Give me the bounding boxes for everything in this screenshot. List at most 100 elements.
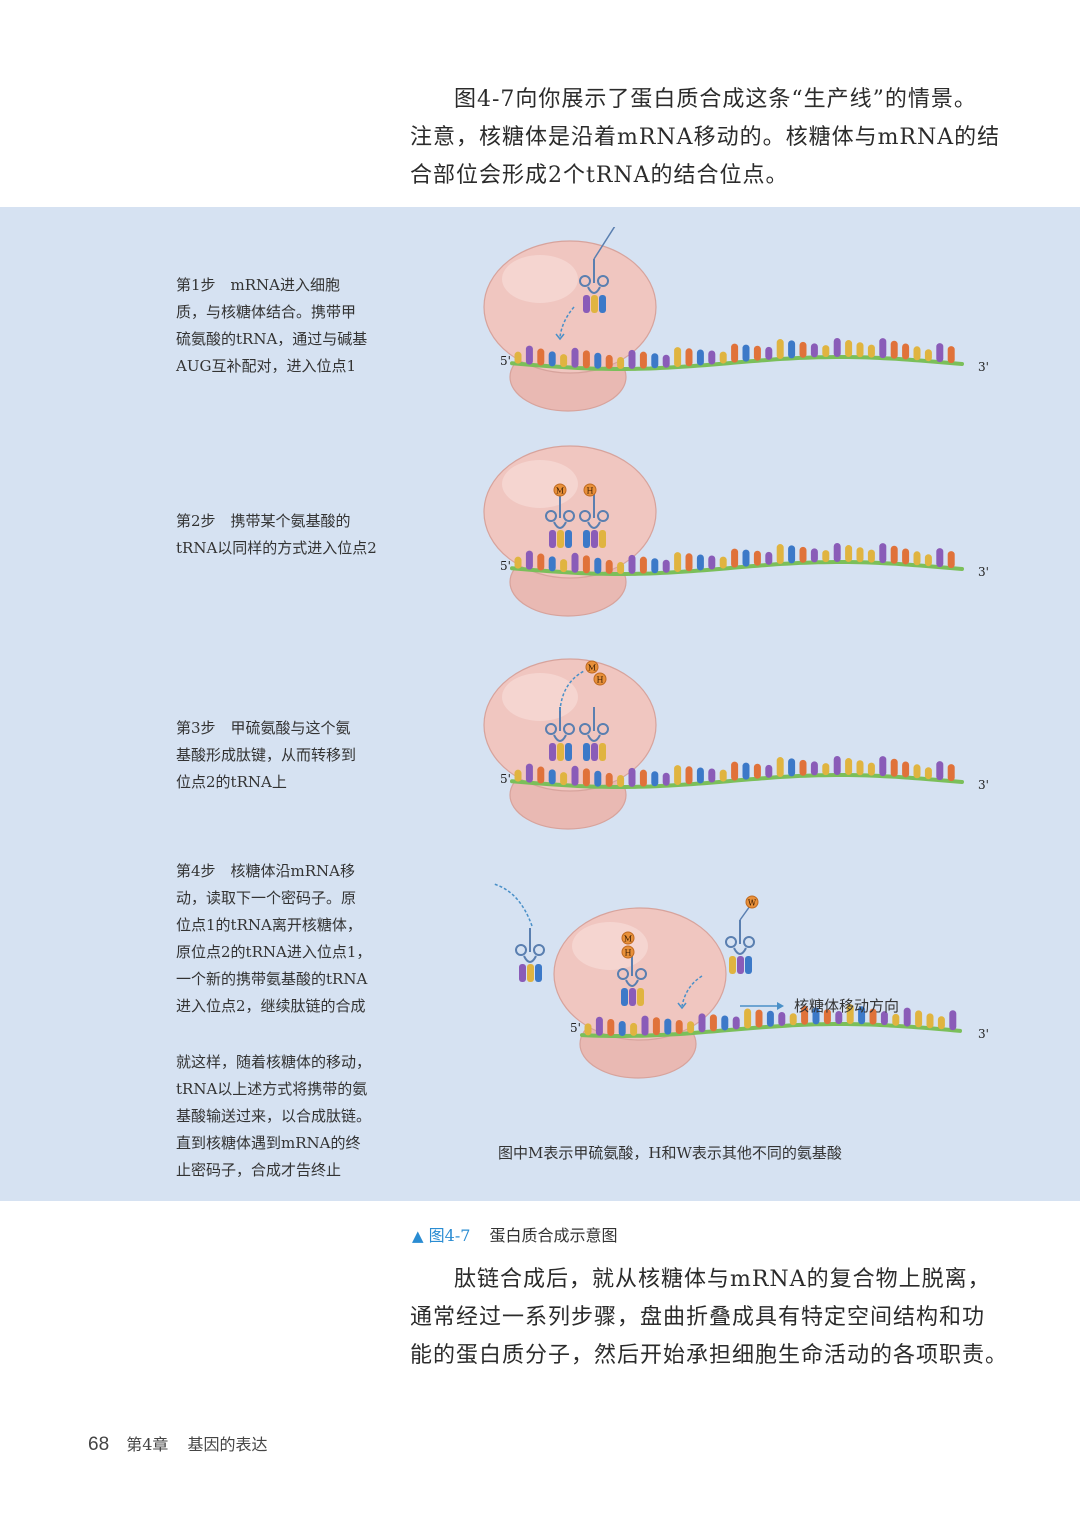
caption-triangle-icon: ▲ (412, 1227, 424, 1245)
nucleotide-base (765, 346, 773, 360)
anticodon-base (557, 530, 564, 548)
trna-loop (579, 723, 591, 735)
nucleotide-base (560, 354, 568, 368)
three-prime-label: 3' (978, 778, 989, 792)
nucleotide-base (639, 769, 647, 787)
nucleotide-base (618, 1020, 626, 1036)
nucleotide-base (823, 1009, 831, 1025)
step-2-text: 第2步 携带某个氨基酸的 tRNA以同样的方式进入位点2 (176, 508, 386, 562)
anticodon-base (583, 743, 590, 761)
figure-note: 图中M表示甲硫氨酸，H和W表示其他不同的氨基酸 (498, 1144, 842, 1162)
nucleotide-base (801, 1005, 809, 1025)
nucleotide-base (846, 1004, 854, 1025)
entry-arrow-icon (559, 306, 575, 338)
nucleotide-base (525, 763, 533, 783)
trna-site-1 (617, 952, 647, 1006)
nucleotide-base (845, 340, 853, 358)
nucleotide-base (902, 343, 910, 360)
five-prime-label: 5' (570, 1021, 581, 1035)
nucleotide-base (651, 771, 659, 787)
nucleotide-base (810, 343, 818, 358)
nucleotide-base (880, 1011, 888, 1026)
anticodon-base (729, 956, 736, 974)
caption-text: 蛋白质合成示意图 (489, 1226, 618, 1245)
trna-body (587, 521, 601, 529)
direction-label: 核糖体移动方向 (794, 997, 899, 1015)
step-line: 原位点2的tRNA进入位点1， (176, 943, 372, 961)
step-line: 第4步 核糖体沿mRNA移 (176, 862, 356, 880)
nucleotide-base (822, 345, 830, 358)
outro-line: 通常经过一系列步骤，盘曲折叠成具有特定空间结构和功 (410, 1305, 986, 1330)
nucleotide-base (753, 345, 761, 361)
nucleotide-base (605, 772, 613, 787)
nucleotide-base (799, 759, 807, 776)
mrna-backbone (510, 560, 964, 576)
figure-caption: ▲ 图4-7 蛋白质合成示意图 (412, 1222, 618, 1246)
step-1-text: 第1步 mRNA进入细胞 质，与核糖体结合。携带甲 硫氨酸的tRNA，通过与碱基… (176, 272, 386, 380)
step-line: tRNA以同样的方式进入位点2 (176, 539, 377, 557)
stage-3-diagram: 5'3'MH (483, 658, 989, 830)
nucleotide-base (742, 762, 750, 780)
nucleotide-base (594, 557, 602, 574)
trna-loop (545, 510, 557, 522)
step-line: 位点2的tRNA上 (176, 773, 287, 791)
amino-acid-m (585, 660, 599, 674)
nucleotide-base (788, 758, 796, 777)
caption-number: 图4-7 (428, 1226, 471, 1245)
nucleotide-base (537, 766, 545, 784)
trna-incoming (725, 920, 755, 974)
amino-acid-letter: M (556, 487, 564, 496)
nucleotide-base (696, 349, 704, 366)
anticodon-base (535, 964, 542, 982)
nucleotide-base (765, 551, 773, 565)
summary-line: 就这样，随着核糖体的移动， (176, 1053, 372, 1071)
nucleotide-base (582, 350, 590, 369)
step-line: 质，与核糖体结合。携带甲 (176, 303, 357, 321)
trna-loop (563, 510, 575, 522)
trna-body (625, 979, 639, 987)
nucleotide-base (833, 756, 841, 776)
five-prime-label: 5' (500, 772, 511, 786)
nucleotide-base (833, 543, 841, 563)
nucleotide-base (845, 758, 853, 776)
nucleotide-base (744, 1008, 752, 1029)
nucleotide-base (936, 548, 944, 568)
nucleotide-base (732, 1016, 740, 1030)
nucleotide-base (514, 351, 522, 364)
nucleotide-base (571, 765, 579, 786)
nucleotide-base (856, 547, 864, 563)
anticodon-base (591, 295, 598, 313)
step-line: 一个新的携带氨基酸的tRNA (176, 970, 368, 988)
nucleotide-base (639, 351, 647, 369)
nucleotide-base (947, 551, 955, 569)
nucleotide-base (856, 760, 864, 776)
trna-loop (533, 944, 545, 956)
nucleotide-base (913, 764, 921, 779)
nucleotide-base (628, 349, 636, 369)
nucleotide-base (696, 767, 704, 784)
direction-arrow-head-icon (777, 1002, 784, 1010)
step-line: 位点1的tRNA离开核糖体， (176, 916, 362, 934)
nucleotide-base (845, 545, 853, 563)
nucleotide-base (664, 1018, 672, 1035)
nucleotide-base (812, 1007, 820, 1025)
outro-line: 能的蛋白质分子，然后开始承担细胞生命活动的各项职责。 (410, 1343, 1009, 1368)
nucleotide-base (514, 769, 522, 782)
nucleotide-base (719, 769, 727, 782)
step-line: 动，读取下一个密码子。原 (176, 889, 357, 907)
chapter-title: 基因的表达 (187, 1435, 268, 1454)
anticodon-base (583, 530, 590, 548)
nucleotide-base (687, 1021, 695, 1034)
chapter-label: 第4章 (126, 1435, 169, 1454)
anticodon-base (549, 530, 556, 548)
five-prime-label: 5' (500, 559, 511, 573)
trna-loop (579, 510, 591, 522)
nucleotide-base (639, 556, 647, 574)
anticodon-base (591, 530, 598, 548)
summary-line: tRNA以上述方式将携带的氨 (176, 1080, 368, 1098)
nucleotide-base (822, 550, 830, 563)
step-line: 基酸形成肽键，从而转移到 (176, 746, 357, 764)
nucleotide-base (641, 1015, 649, 1036)
anticodon-base (637, 988, 644, 1006)
nucleotide-base (731, 548, 739, 568)
